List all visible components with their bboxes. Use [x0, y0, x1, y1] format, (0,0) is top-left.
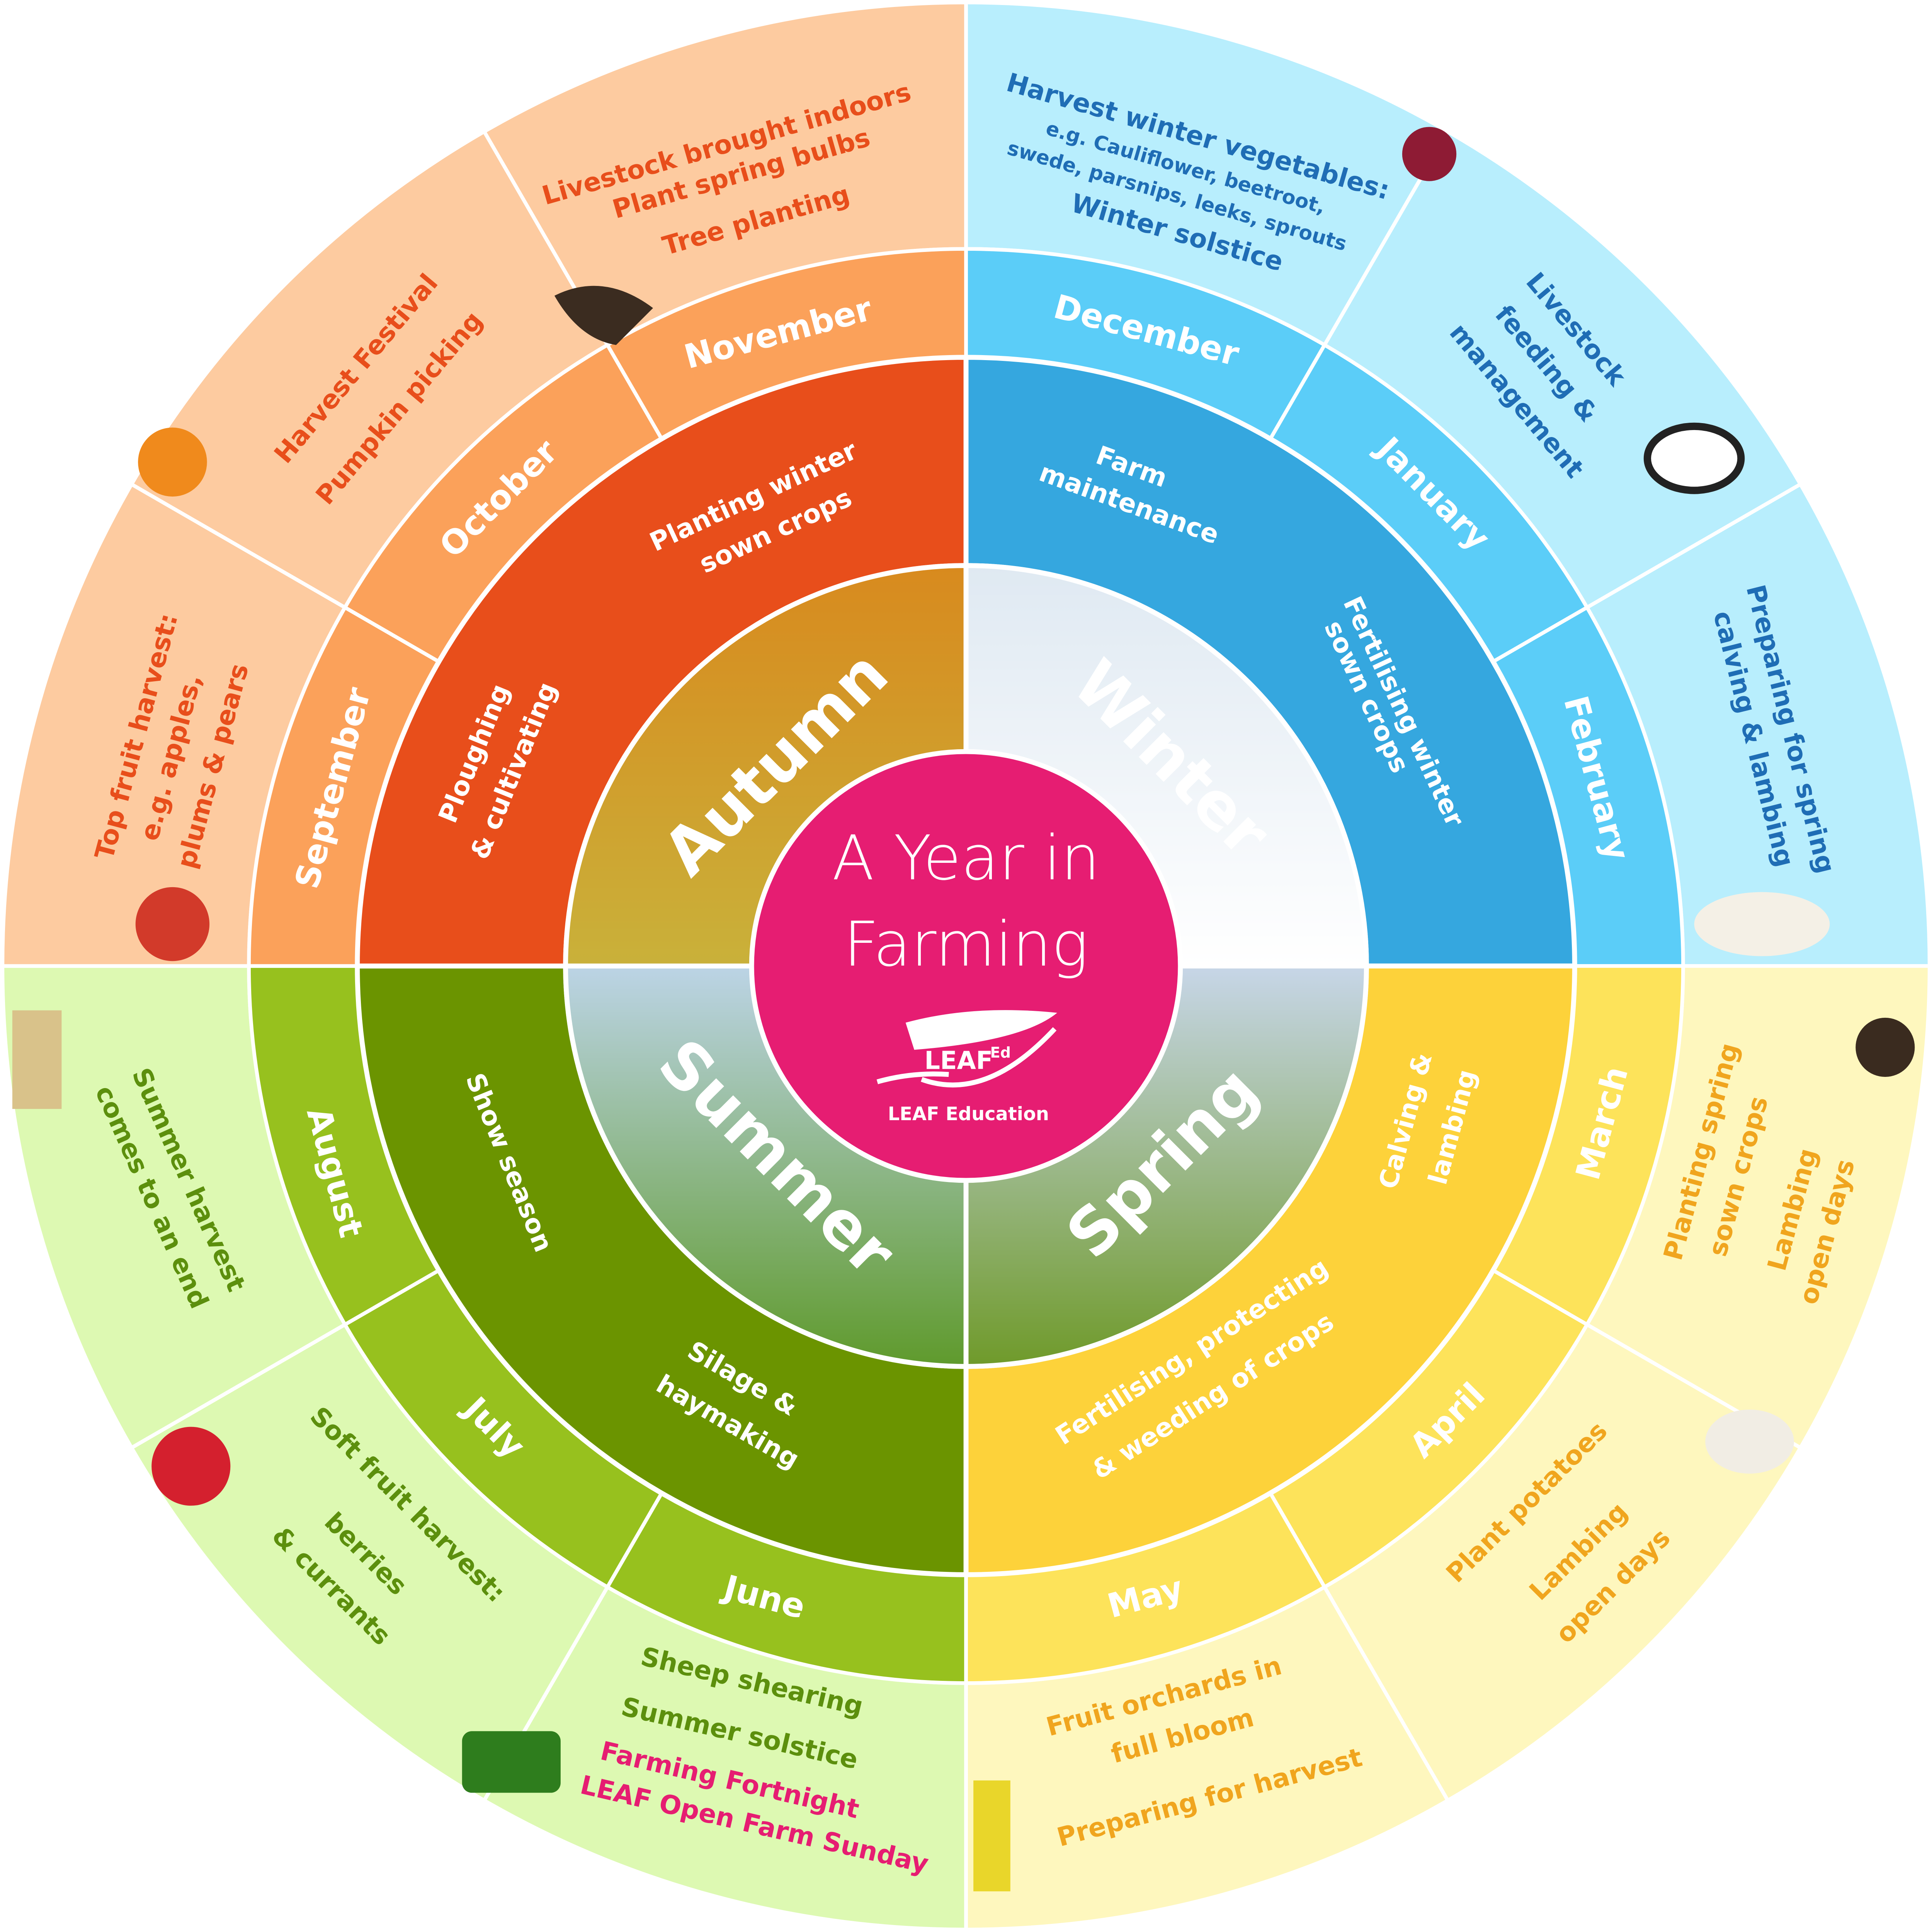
tractor-icon — [462, 1731, 561, 1793]
logo-superscript: Ed — [990, 1044, 1011, 1061]
soil-seedling-icon — [554, 286, 653, 345]
logo-mark: LEAF — [924, 1046, 993, 1075]
beetroot-icon — [1402, 127, 1457, 181]
logo-caption: LEAF Education — [888, 1104, 1049, 1125]
pumpkin-icon — [138, 427, 207, 497]
sheep-icon — [1694, 892, 1830, 956]
seedling-icon — [1855, 1017, 1915, 1077]
apple-icon — [135, 887, 210, 961]
rapeseed-flower-icon — [973, 1780, 1010, 1891]
wheat-icon — [12, 1010, 62, 1109]
cow-icon — [1643, 422, 1745, 494]
leaf-logo-icon: LEAF Ed — [876, 1010, 1057, 1088]
strawberry-icon — [151, 1427, 231, 1506]
title-line-1: A Year in — [832, 822, 1100, 894]
title-line-2: Farming — [844, 908, 1088, 980]
center-circle — [749, 749, 1183, 1183]
lamb-icon — [1705, 1409, 1794, 1474]
